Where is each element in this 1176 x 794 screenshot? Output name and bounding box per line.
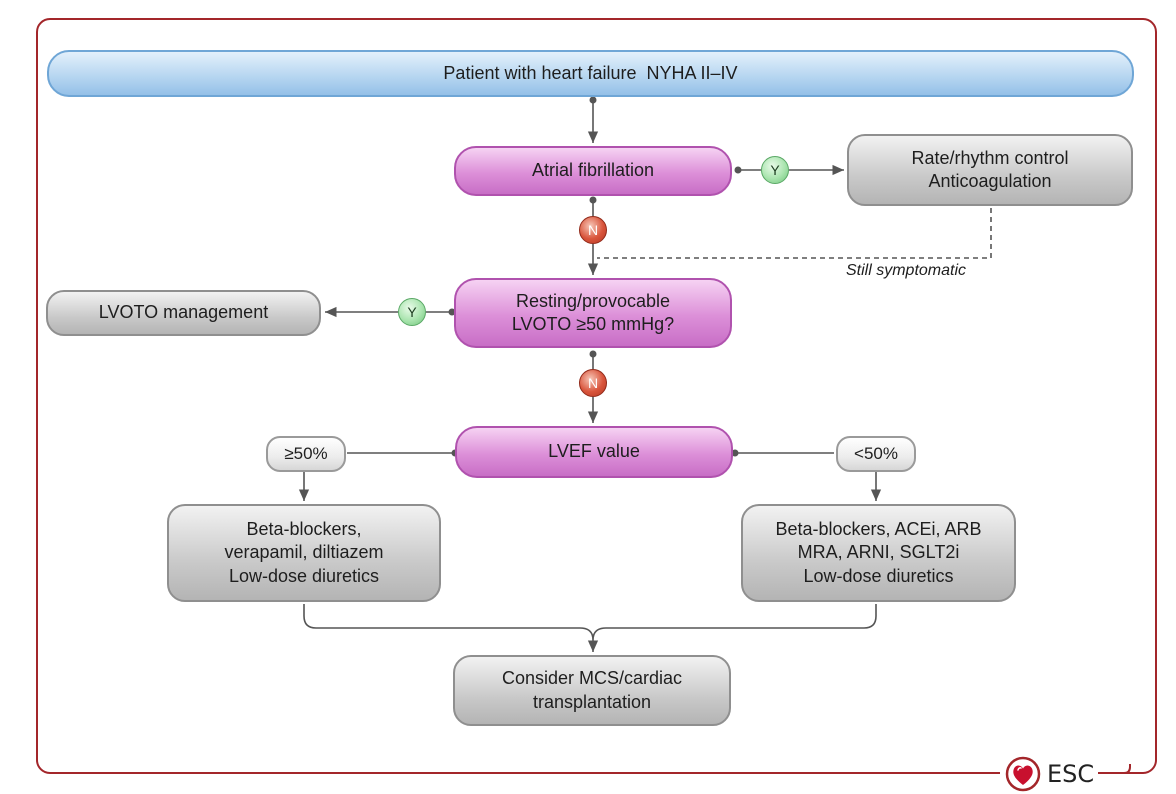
preserved-treatment-line-1: Beta-blockers, — [246, 518, 362, 539]
preserved-ef-treatment-node: Beta-blockers, verapamil, diltiazem Low-… — [167, 504, 441, 602]
preserved-treatment-line-3: Low-dose diuretics — [228, 565, 380, 586]
final-recommendation-node: Consider MCS/cardiac transplantation — [453, 655, 731, 726]
rate-control-line-1: Rate/rhythm control — [911, 147, 1069, 168]
reduced-treatment-line-3: Low-dose diuretics — [803, 565, 954, 586]
lvoto-question-node: Resting/provocable LVOTO ≥50 mmHg? — [454, 278, 732, 348]
final-line-1: Consider MCS/cardiac — [501, 668, 683, 689]
rate-rhythm-control-node: Rate/rhythm control Anticoagulation — [847, 134, 1133, 206]
lvoto-question-line-1: Resting/provocable — [515, 290, 671, 311]
yes-marker-lvoto: Y — [398, 298, 426, 326]
lvef-value-node: LVEF value — [455, 426, 733, 478]
lvef-high-badge: ≥50% — [266, 436, 346, 472]
lvoto-question-line-2: LVOTO ≥50 mmHg? — [511, 314, 675, 334]
diagram-frame — [36, 18, 1157, 774]
preserved-treatment-line-2: verapamil, diltiazem — [224, 542, 384, 563]
atrial-fibrillation-label: Atrial fibrillation — [531, 160, 655, 181]
start-node-label: Patient with heart failure NYHA II–IV — [443, 62, 738, 83]
reduced-treatment-line-2: MRA, ARNI, SGLT2i — [797, 542, 960, 563]
final-line-2: transplantation — [532, 691, 652, 712]
reduced-ef-treatment-node: Beta-blockers, ACEi, ARB MRA, ARNI, SGLT… — [741, 504, 1016, 602]
lvef-value-label: LVEF value — [548, 441, 640, 462]
lvoto-management-node: LVOTO management — [46, 290, 321, 336]
rate-control-line-2: Anticoagulation — [928, 171, 1052, 191]
lvef-high-label: ≥50% — [284, 443, 328, 463]
lvoto-management-label: LVOTO management — [98, 302, 269, 323]
start-node: Patient with heart failure NYHA II–IV — [47, 50, 1134, 97]
reduced-treatment-line-1: Beta-blockers, ACEi, ARB — [775, 518, 982, 539]
yes-marker-af: Y — [761, 156, 789, 184]
lvef-low-label: <50% — [854, 443, 898, 463]
esc-logo-text: ESC — [1047, 760, 1095, 788]
atrial-fibrillation-node: Atrial fibrillation — [454, 146, 732, 196]
no-marker-lvoto: N — [579, 369, 607, 397]
still-symptomatic-label: Still symptomatic — [846, 262, 967, 279]
lvef-low-badge: <50% — [836, 436, 916, 472]
heart-icon — [1005, 756, 1041, 792]
no-marker-af: N — [579, 216, 607, 244]
esc-logo: ESC — [1005, 756, 1138, 792]
